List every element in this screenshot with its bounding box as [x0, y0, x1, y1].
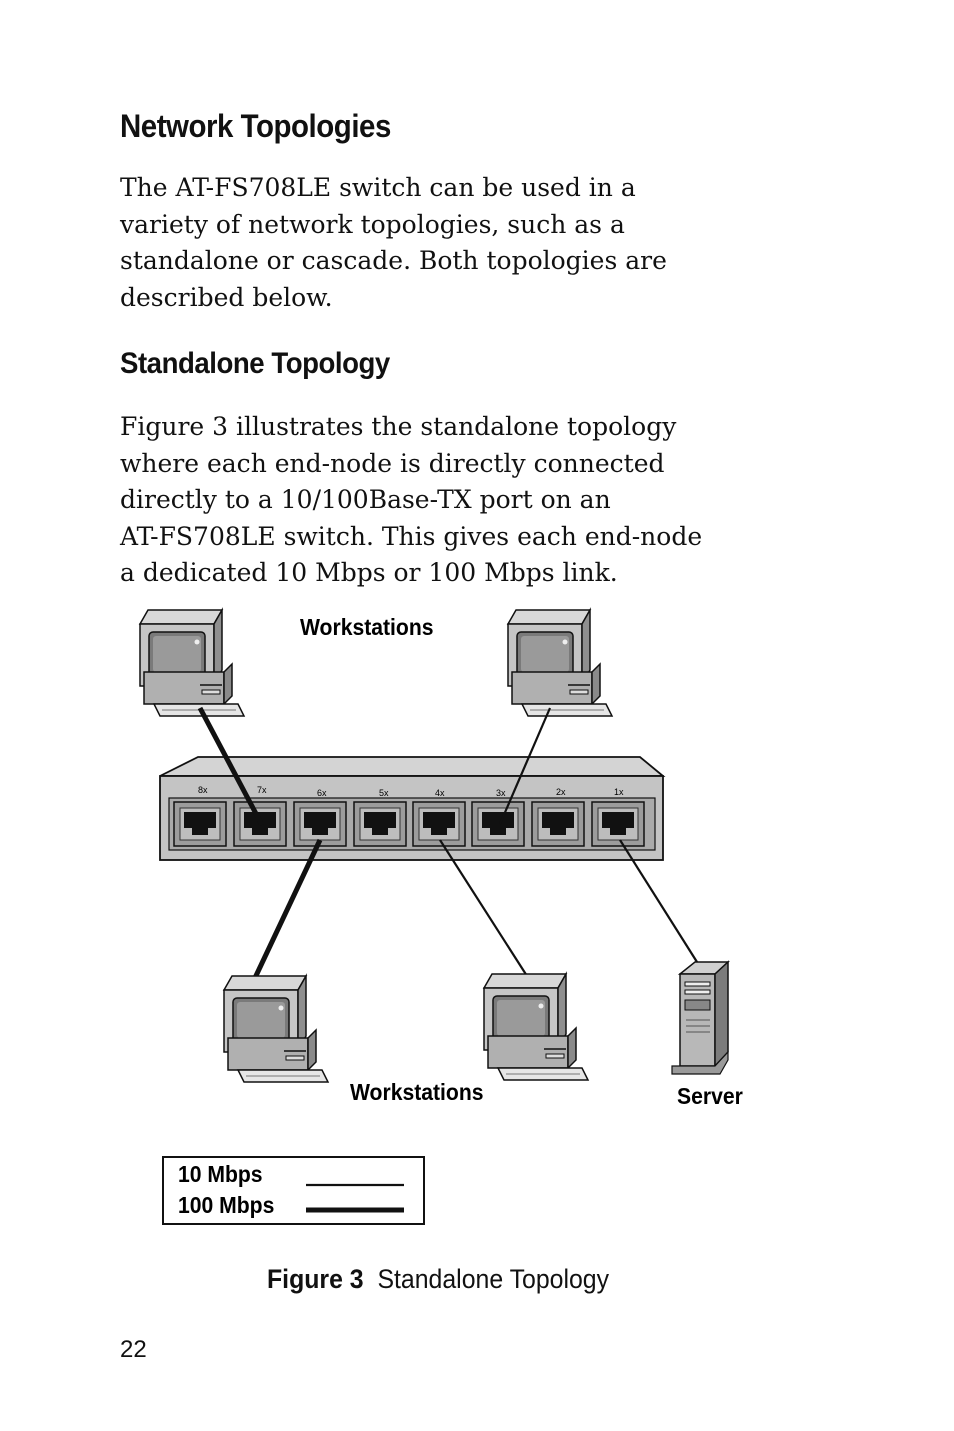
legend-label-100mbps: 100 Mbps — [178, 1192, 274, 1218]
port-label: 4x — [435, 788, 445, 798]
paragraph-line: where each end-node is directly connecte… — [120, 448, 665, 478]
paragraph-line: Figure 3 illustrates the standalone topo… — [120, 412, 677, 441]
cable-10mbps — [619, 839, 698, 963]
workstation-icon-bottom-right — [483, 973, 589, 1081]
port-label: 3x — [496, 788, 506, 798]
workstations-label-bottom: Workstations — [350, 1079, 484, 1105]
cable-10mbps — [439, 839, 528, 977]
port-label: 8x — [198, 785, 208, 795]
paragraph-line: directly to a 10/100Base-TX port on an — [120, 485, 611, 514]
subsection-heading: Standalone Topology — [120, 347, 390, 380]
cable-10mbps — [498, 707, 552, 825]
paragraph-line: The AT-FS708LE switch can be used in a — [120, 173, 636, 202]
paragraph-line: described below. — [120, 282, 333, 312]
page-number: 22 — [120, 1336, 147, 1363]
standalone-topology-diagram: Workstations 8x 7x 6x 5x 4x 3x 2x 1x — [139, 609, 743, 1225]
port-label: 2x — [556, 787, 566, 797]
workstation-icon-top-right — [507, 609, 613, 717]
workstation-icon-bottom-left — [223, 975, 329, 1083]
cable-100mbps — [251, 838, 323, 982]
section-heading: Network Topologies — [120, 108, 391, 144]
caption-text: Standalone Topology — [377, 1264, 610, 1294]
paragraph-line: variety of network topologies, such as a — [120, 209, 625, 239]
legend: 10 Mbps 100 Mbps — [162, 1156, 425, 1225]
paragraph-line: standalone or cascade. Both topologies a… — [120, 246, 667, 275]
server-label: Server — [677, 1083, 743, 1109]
server-icon — [671, 960, 730, 1075]
workstations-label-top: Workstations — [300, 614, 434, 640]
cable-100mbps — [197, 706, 265, 827]
port-label: 5x — [379, 788, 389, 798]
workstation-icon-top-left — [139, 609, 245, 717]
paragraph-line: a dedicated 10 Mbps or 100 Mbps link. — [120, 558, 618, 587]
standalone-paragraph: Figure 3 illustrates the standalone topo… — [120, 409, 800, 592]
port-label: 6x — [317, 788, 327, 798]
switch-icon — [159, 756, 666, 861]
paragraph-line: AT-FS708LE switch. This gives each end-n… — [120, 521, 703, 551]
figure-caption: Figure 3 Standalone Topology — [267, 1264, 609, 1295]
port-label: 1x — [614, 787, 624, 797]
port-label: 7x — [257, 785, 267, 795]
legend-label-10mbps: 10 Mbps — [178, 1161, 263, 1187]
caption-label: Figure 3 — [267, 1264, 364, 1294]
intro-paragraph: The AT-FS708LE switch can be used in a v… — [120, 170, 800, 316]
